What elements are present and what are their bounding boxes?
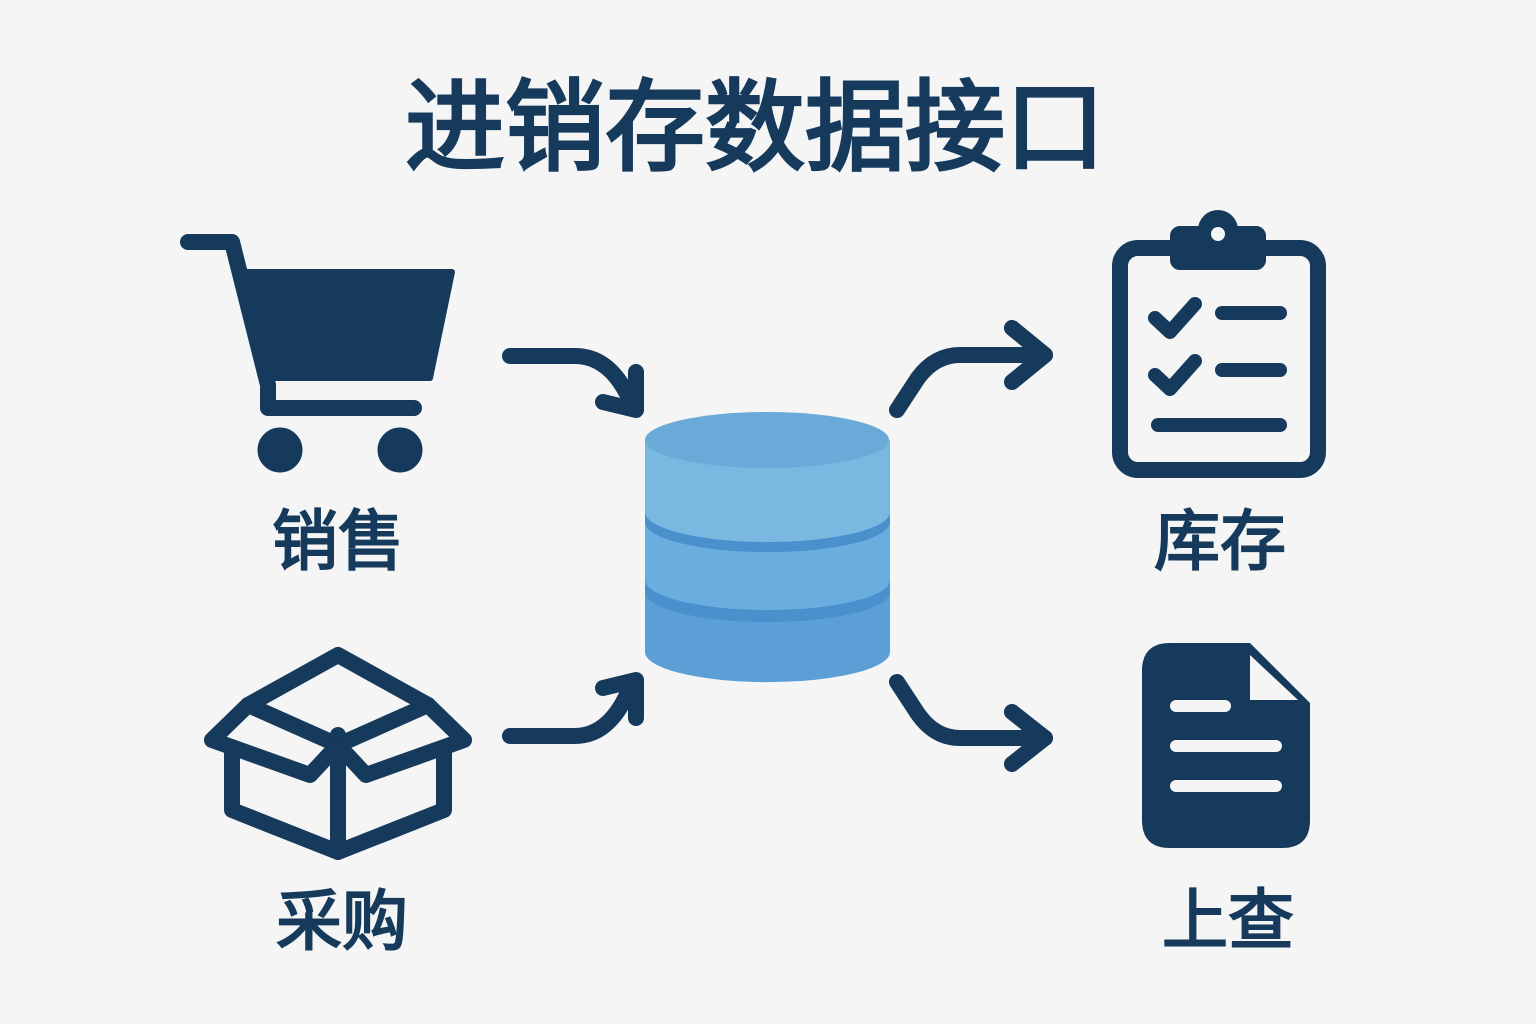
database-icon xyxy=(645,412,890,683)
arrow-sales-to-db xyxy=(502,348,644,418)
document-icon xyxy=(1142,643,1310,848)
sales-label: 销售 xyxy=(272,503,404,580)
shopping-cart-icon xyxy=(180,234,455,473)
open-box-icon xyxy=(204,647,472,860)
arrow-db-to-query xyxy=(889,674,1053,772)
inventory-label: 库存 xyxy=(1154,503,1286,580)
clipboard-checklist-icon xyxy=(1112,210,1326,478)
diagram-title: 进销存数据接口 xyxy=(405,69,1105,186)
arrow-db-to-inventory xyxy=(889,320,1053,418)
query-label: 上查 xyxy=(1162,882,1294,959)
purchase-label: 采购 xyxy=(276,883,408,960)
arrow-purchase-to-db xyxy=(502,672,644,744)
